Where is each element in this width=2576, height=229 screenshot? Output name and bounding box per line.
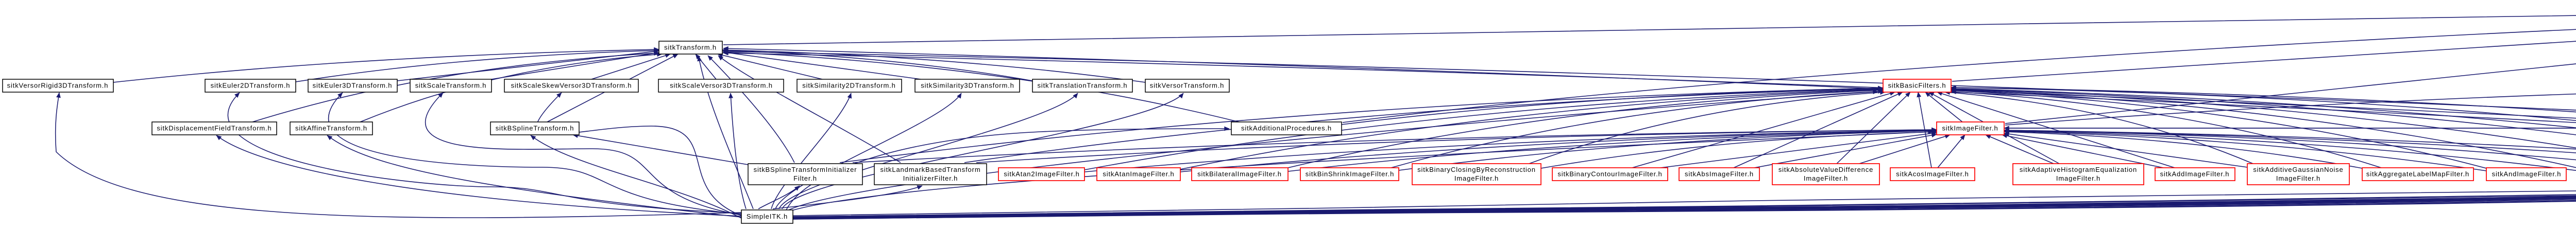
svg-text:sitkAtanImageFilter.h: sitkAtanImageFilter.h <box>1103 170 1174 178</box>
svg-text:sitkDisplacementFieldTransform: sitkDisplacementFieldTransform.h <box>157 125 272 132</box>
svg-text:sitkLandmarkBasedTransform: sitkLandmarkBasedTransform <box>880 166 980 173</box>
svg-text:sitkBSplineTransformInitialize: sitkBSplineTransformInitializer <box>754 166 857 173</box>
svg-text:sitkScaleVersor3DTransform.h: sitkScaleVersor3DTransform.h <box>670 82 773 90</box>
svg-text:sitkImageFilter.h: sitkImageFilter.h <box>1942 125 1998 132</box>
svg-text:sitkBSplineTransform.h: sitkBSplineTransform.h <box>496 125 574 132</box>
svg-text:Filter.h: Filter.h <box>793 174 817 182</box>
svg-text:sitkAddImageFilter.h: sitkAddImageFilter.h <box>2160 170 2230 178</box>
svg-text:sitkAffineTransform.h: sitkAffineTransform.h <box>295 125 367 132</box>
svg-text:SimpleITK.h: SimpleITK.h <box>747 213 788 220</box>
svg-text:sitkAtan2ImageFilter.h: sitkAtan2ImageFilter.h <box>1004 170 1079 178</box>
svg-text:sitkEuler2DTransform.h: sitkEuler2DTransform.h <box>211 82 291 90</box>
svg-text:ImageFilter.h: ImageFilter.h <box>1804 174 1848 182</box>
svg-text:sitkScaleTransform.h: sitkScaleTransform.h <box>415 82 487 90</box>
svg-text:sitkSimilarity2DTransform.h: sitkSimilarity2DTransform.h <box>802 82 895 90</box>
svg-text:sitkEuler3DTransform.h: sitkEuler3DTransform.h <box>313 82 393 90</box>
svg-text:ImageFilter.h: ImageFilter.h <box>2276 174 2320 182</box>
svg-text:sitkAdaptiveHistogramEqualizat: sitkAdaptiveHistogramEqualization <box>2020 166 2137 173</box>
svg-text:sitkScaleSkewVersor3DTransform: sitkScaleSkewVersor3DTransform.h <box>511 82 632 90</box>
svg-text:ImageFilter.h: ImageFilter.h <box>2056 174 2100 182</box>
svg-text:sitkTranslationTransform.h: sitkTranslationTransform.h <box>1037 82 1127 90</box>
svg-text:sitkAggregateLabelMapFilter.h: sitkAggregateLabelMapFilter.h <box>2366 170 2469 178</box>
svg-text:sitkBinShrinkImageFilter.h: sitkBinShrinkImageFilter.h <box>1306 170 1394 178</box>
svg-text:sitkVersorRigid3DTransform.h: sitkVersorRigid3DTransform.h <box>7 82 109 90</box>
svg-text:sitkTransform.h: sitkTransform.h <box>664 44 717 51</box>
svg-text:sitkVersorTransform.h: sitkVersorTransform.h <box>1150 82 1225 90</box>
svg-text:sitkBinaryClosingByReconstruct: sitkBinaryClosingByReconstruction <box>1417 166 1536 173</box>
svg-text:sitkSimilarity3DTransform.h: sitkSimilarity3DTransform.h <box>921 82 1014 90</box>
svg-text:sitkAdditiveGaussianNoise: sitkAdditiveGaussianNoise <box>2253 166 2343 173</box>
svg-text:sitkAbsImageFilter.h: sitkAbsImageFilter.h <box>1685 170 1754 178</box>
svg-text:sitkAdditionalProcedures.h: sitkAdditionalProcedures.h <box>1241 125 1332 132</box>
svg-text:sitkAbsoluteValueDifference: sitkAbsoluteValueDifference <box>1778 166 1873 173</box>
svg-text:sitkBasicFilters.h: sitkBasicFilters.h <box>1888 82 1946 90</box>
svg-text:sitkBinaryContourImageFilter.h: sitkBinaryContourImageFilter.h <box>1557 170 1662 178</box>
svg-text:ImageFilter.h: ImageFilter.h <box>1454 174 1499 182</box>
svg-text:sitkAndImageFilter.h: sitkAndImageFilter.h <box>2492 170 2562 178</box>
svg-text:sitkAcosImageFilter.h: sitkAcosImageFilter.h <box>1896 170 1969 178</box>
svg-text:InitializerFilter.h: InitializerFilter.h <box>903 174 958 182</box>
svg-text:sitkBilateralImageFilter.h: sitkBilateralImageFilter.h <box>1197 170 1282 178</box>
